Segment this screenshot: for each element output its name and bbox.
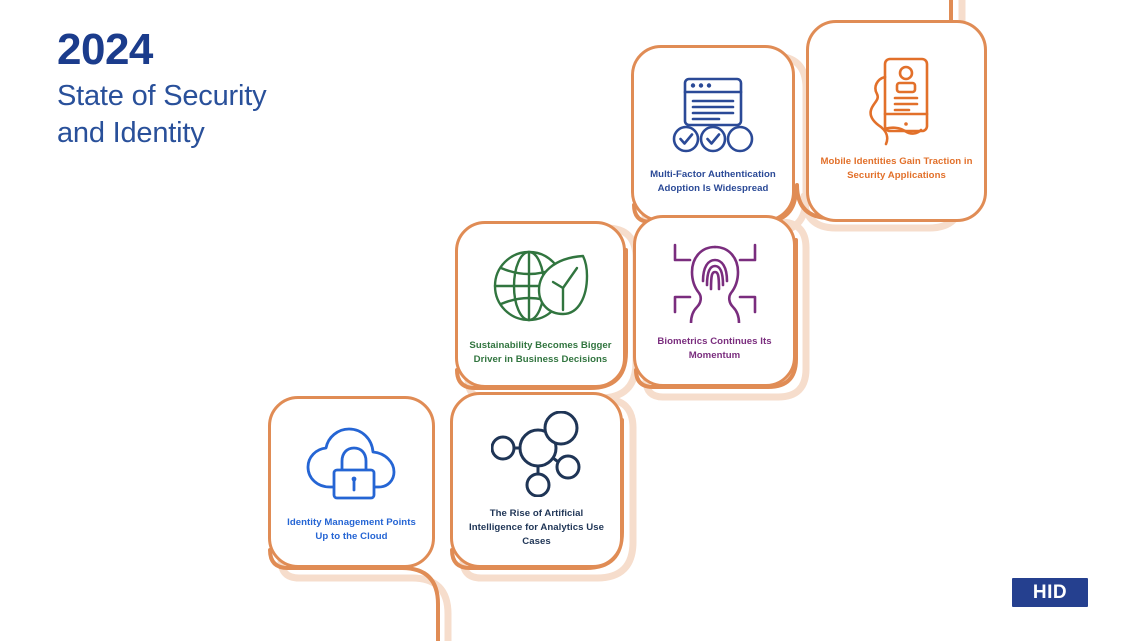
- page-title-year: 2024: [57, 25, 153, 74]
- card-biometrics[interactable]: Biometrics Continues Its Momentum: [633, 215, 796, 387]
- card-sustainability-label: Sustainability Becomes Bigger Driver in …: [469, 339, 612, 365]
- card-biometrics-label: Biometrics Continues Its Momentum: [657, 336, 772, 361]
- cloud-lock-icon: [305, 420, 399, 506]
- card-ai-analytics[interactable]: The Rise of Artificial Intelligence for …: [450, 392, 623, 568]
- card-identity-cloud-label: Identity Management Points Up to the Clo…: [287, 517, 416, 542]
- card-mfa-label: Multi-Factor Authentication Adoption Is …: [650, 168, 776, 194]
- card-mfa[interactable]: Multi-Factor Authentication Adoption Is …: [631, 45, 795, 222]
- card-mobile-identities[interactable]: Mobile Identities Gain Traction in Secur…: [806, 20, 987, 222]
- card-sustainability[interactable]: Sustainability Becomes Bigger Driver in …: [455, 221, 626, 388]
- card-mobile-identities-label: Mobile Identities Gain Traction in Secur…: [820, 156, 973, 181]
- card-identity-cloud[interactable]: Identity Management Points Up to the Clo…: [268, 396, 435, 568]
- card-ai-analytics-label: The Rise of Artificial Intelligence for …: [469, 508, 604, 547]
- hid-logo-text: HID: [1032, 581, 1068, 603]
- globe-leaf-icon: [491, 243, 591, 329]
- hand-holding-phone-icon: [859, 57, 935, 146]
- face-fingerprint-scan-icon: [669, 239, 761, 325]
- network-nodes-icon: [490, 411, 583, 498]
- browser-window-checkmarks-icon: [663, 72, 763, 158]
- hid-logo: HID: [1012, 578, 1088, 607]
